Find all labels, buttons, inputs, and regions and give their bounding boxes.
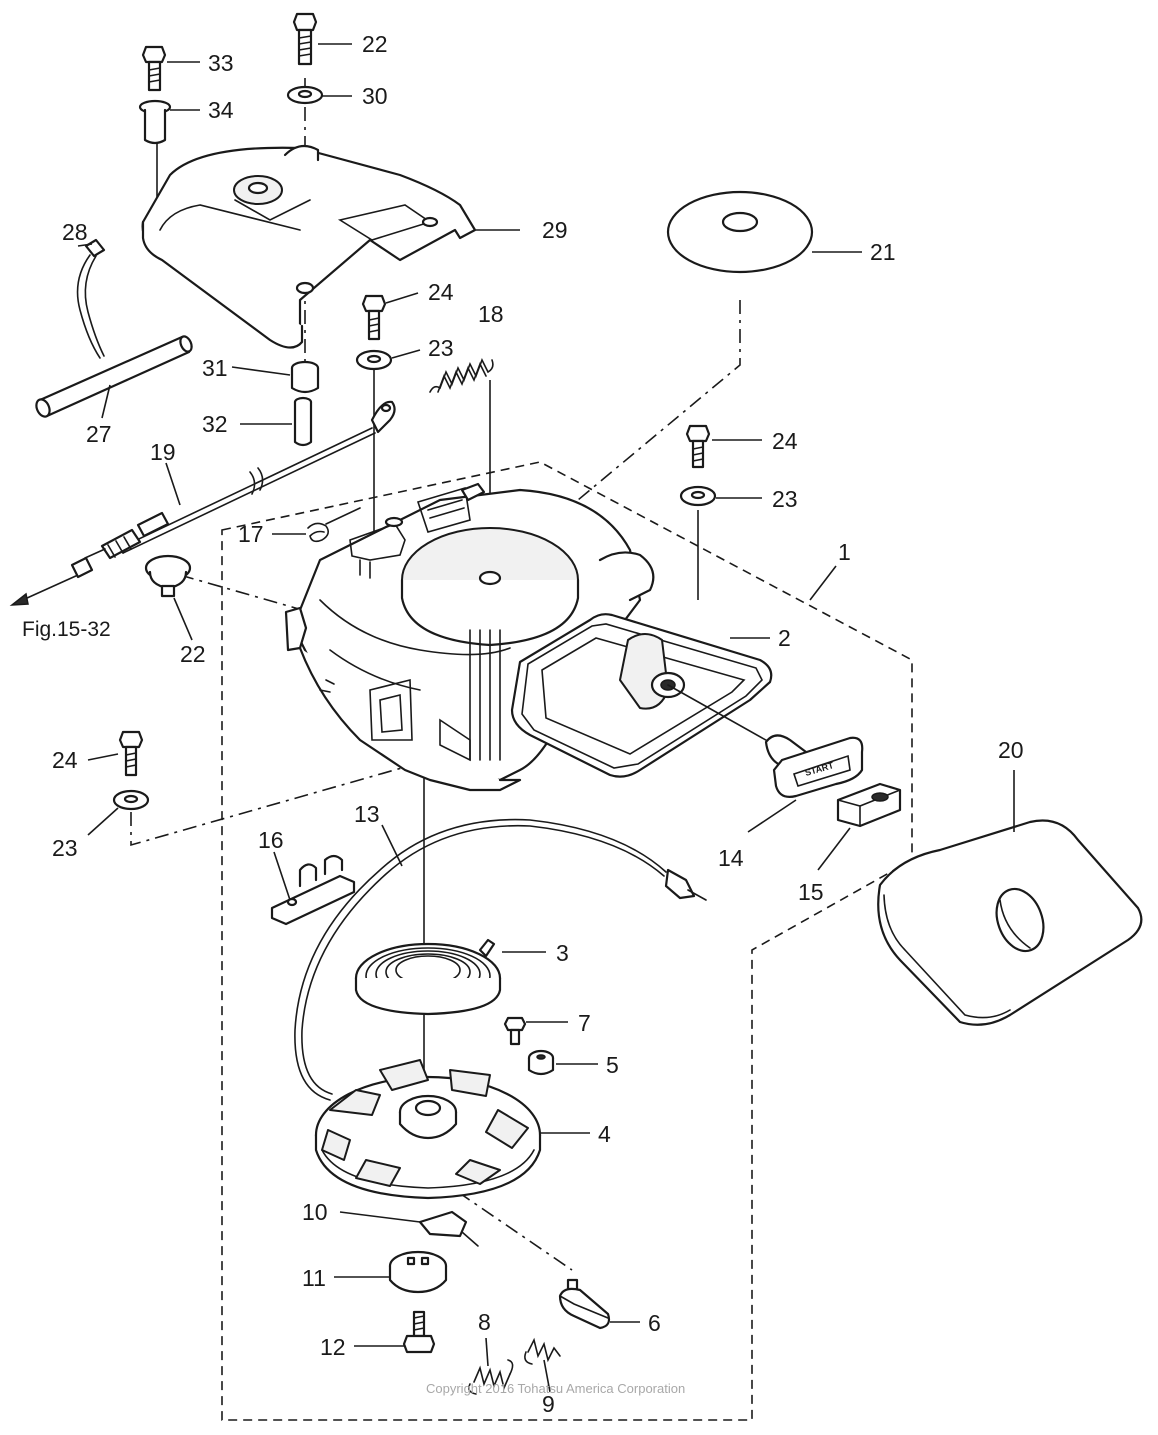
leader-31 <box>231 366 291 376</box>
callout-11: 11 <box>302 1265 326 1291</box>
callout-6: 6 <box>648 1310 661 1336</box>
callout-1: 1 <box>838 539 851 565</box>
callout-17: 17 <box>238 521 264 547</box>
callout-33: 33 <box>208 50 234 76</box>
bolt-24-right <box>685 424 711 469</box>
leader-26 <box>101 384 111 419</box>
callout-26: 27 <box>86 421 112 447</box>
cover-28 <box>141 144 477 349</box>
leader-15 <box>817 827 851 871</box>
callout-12: 12 <box>320 1334 346 1360</box>
callout-24-right: 24 <box>772 428 798 454</box>
bolt-24-top <box>361 294 387 341</box>
bolt-12 <box>402 1310 436 1354</box>
washer-30 <box>286 85 324 105</box>
grommet-22 <box>144 554 192 598</box>
leader-13 <box>381 824 403 867</box>
callout-22: 22 <box>180 641 206 667</box>
block-15 <box>836 782 902 828</box>
axis-line-bolt-left <box>130 739 501 847</box>
callout-29: 22 <box>362 31 388 57</box>
callout-34: 34 <box>208 97 234 123</box>
pad-20 <box>877 819 1143 1026</box>
callout-27: 28 <box>62 219 88 245</box>
axis-line-pawl <box>457 1191 573 1271</box>
callout-18: 18 <box>478 301 504 327</box>
guard-frame-2 <box>510 613 773 778</box>
leader-19 <box>165 462 181 506</box>
leader-10 <box>339 1211 421 1223</box>
callout-8: 8 <box>478 1309 491 1335</box>
reference-arrow <box>9 574 79 606</box>
callout-15: 15 <box>798 879 824 905</box>
callout-23-top: 23 <box>428 335 454 361</box>
screw-7 <box>503 1016 527 1046</box>
leader-27 <box>77 243 93 247</box>
leader-8 <box>485 1337 489 1367</box>
collar-5 <box>527 1049 555 1076</box>
leader-23-left <box>87 807 119 836</box>
callout-13: 13 <box>354 801 380 827</box>
pawl-6 <box>558 1278 611 1330</box>
wire-tie-27 <box>76 238 106 359</box>
callout-23-left: 23 <box>52 835 78 861</box>
leader-16 <box>273 851 291 901</box>
washer-23-left <box>112 789 150 811</box>
tube-26 <box>35 335 193 418</box>
washer-23-right <box>679 485 717 507</box>
collar-34 <box>138 99 172 145</box>
callout-16: 16 <box>258 827 284 853</box>
bolt-29 <box>292 12 318 66</box>
copyright-notice: Copyright 2016 Tohatsu America Corporati… <box>426 1381 685 1396</box>
clip-16 <box>270 854 356 926</box>
callout-28: 29 <box>542 217 568 243</box>
sleeve-32 <box>293 396 313 447</box>
callout-32: 32 <box>202 411 228 437</box>
callout-3: 3 <box>556 940 569 966</box>
callout-19: 19 <box>150 439 176 465</box>
spring-9 <box>524 1337 561 1365</box>
leader-14 <box>747 799 797 833</box>
leader-24-top <box>385 292 419 304</box>
callout-30: 30 <box>362 83 388 109</box>
callout-20: 20 <box>998 737 1024 763</box>
callout-14: 14 <box>718 845 744 871</box>
callout-7: 7 <box>578 1010 591 1036</box>
bushing-31 <box>290 360 320 394</box>
washer-23-top <box>355 349 393 371</box>
callout-21: 21 <box>870 239 896 265</box>
spring-17 <box>307 507 361 543</box>
recoil-spring-3 <box>354 938 502 1016</box>
callout-31: 31 <box>202 355 228 381</box>
leader-9 <box>543 1359 551 1393</box>
reel-4 <box>314 1059 542 1200</box>
bolt-24-left <box>118 730 144 777</box>
rope-13 <box>294 818 707 1101</box>
leader-23-top <box>391 349 421 359</box>
callout-23-right: 23 <box>772 486 798 512</box>
callout-2: 2 <box>778 625 791 651</box>
leader-22 <box>173 597 193 641</box>
disc-21 <box>666 190 814 274</box>
callout-5: 5 <box>606 1052 619 1078</box>
bolt-33 <box>141 45 167 92</box>
handle-14: START <box>667 684 864 798</box>
cable-19 <box>70 400 396 579</box>
leader-24-left <box>87 753 119 761</box>
callout-24-top: 24 <box>428 279 454 305</box>
callout-9: 9 <box>542 1391 555 1417</box>
figure-reference: Fig.15-32 <box>22 618 111 641</box>
spring-8 <box>468 1359 514 1395</box>
plate-10 <box>418 1210 479 1247</box>
assembly-boundary <box>221 461 913 1421</box>
cap-11 <box>388 1250 448 1294</box>
callout-10: 10 <box>302 1199 328 1225</box>
leader-1 <box>809 565 837 601</box>
callout-4: 4 <box>598 1121 611 1147</box>
callout-24-left: 24 <box>52 747 78 773</box>
spring-18 <box>429 358 494 393</box>
